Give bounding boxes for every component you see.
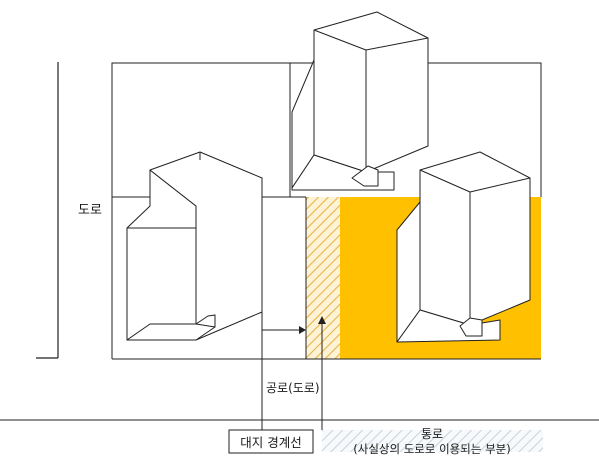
public-road-label: 공로(도로) [266, 381, 320, 395]
building-left [126, 151, 263, 341]
building-top [291, 11, 429, 191]
passage-note-label: (사실상의 도로로 이용되는 부분) [353, 442, 510, 456]
passage-area [322, 430, 543, 452]
lot-boundary-label: 대지 경계선 [240, 435, 301, 450]
building-right [396, 151, 531, 343]
road-label: 도로 [78, 203, 102, 218]
hatched-strip [306, 197, 340, 359]
passage-label: 통로 [421, 427, 443, 441]
lot-boundary-arrow [299, 326, 306, 334]
lot-boundary-label-box [228, 429, 314, 454]
public-road-arrow [318, 316, 326, 324]
top-left-parcel [111, 62, 291, 197]
lot-boundary-leader [261, 329, 302, 430]
